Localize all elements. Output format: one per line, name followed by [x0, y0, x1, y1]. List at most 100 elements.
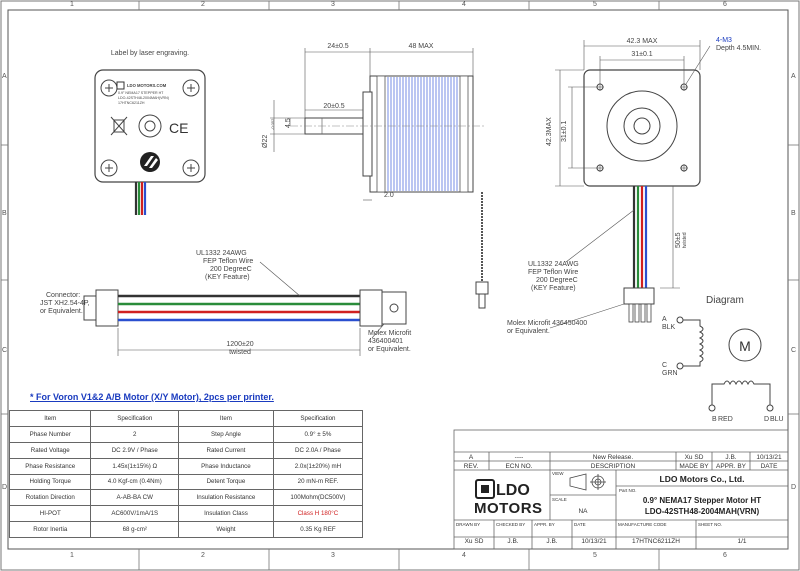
weee-icon — [110, 116, 128, 136]
spec-cell: AC600V/1mA/1S — [90, 505, 180, 523]
spec-cell: 0.9° ± 5% — [272, 425, 364, 443]
spec-cell: DC 2.0A / Phase — [272, 441, 364, 459]
spec-cell: 0.35 Kg REF — [272, 521, 364, 538]
mfg-code-value: 17HTNC6211ZH — [632, 538, 680, 545]
sheet-label: SHEET NO. — [698, 522, 723, 527]
spec-cell: 4.0 Kgf-cm (0.4Nm) — [90, 473, 180, 491]
spec-cell: Holding Torque — [8, 473, 92, 491]
title-block — [453, 429, 789, 550]
made-by-header: MADE BY — [679, 463, 709, 470]
spec-cell: A-AB-BA CW — [90, 489, 180, 507]
logo-motors: MOTORS — [474, 500, 543, 517]
spec-cell: Step Angle — [178, 425, 274, 443]
drawn-by-value: Xu SD — [464, 538, 484, 545]
label-line-2: LDO-42STH48-2004MAH(VRN) — [118, 96, 169, 100]
connector-line-2: JST XH2.54-4P, — [40, 300, 90, 307]
date-block-value: 10/13/21 — [581, 538, 607, 545]
description-header: DESCRIPTION — [590, 463, 636, 470]
dim-4-5: 4.5 — [285, 118, 292, 128]
cable-view — [83, 209, 635, 356]
spec-cell: 100Mohm(DC500V) — [272, 489, 364, 507]
diagram-d-color: BLU — [770, 416, 784, 423]
scale-label: SCALE — [552, 497, 567, 502]
diagram-motor-label: M — [739, 338, 751, 354]
dim-2-0: 2.0 — [384, 192, 394, 199]
appr-by-value: J.B. — [725, 454, 737, 461]
dim-42-3-side: 42.3MAX — [546, 117, 553, 146]
label-view: CE — [94, 69, 206, 215]
grid-row-a-right: A — [791, 73, 796, 80]
spec-cell: Phase Resistance — [8, 457, 92, 475]
drawn-by-label: DRAWN BY — [456, 522, 481, 527]
rev-header: REV. — [463, 463, 479, 470]
spec-table: Item Specification Item Specification Ph… — [8, 410, 364, 538]
grid-row-a: A — [2, 73, 7, 80]
wire-callout-2-line-1: UL1332 24AWG — [528, 261, 579, 268]
lead-length: 50±5 — [675, 232, 682, 248]
spec-cell: HI-POT — [8, 505, 92, 523]
wire-callout-1-line-2: FEP Teflon Wire — [203, 258, 254, 265]
dim-48: 48 MAX — [408, 43, 434, 50]
mfg-code-label: MANUFACTURE CODE — [618, 522, 667, 527]
grid-row-d: D — [2, 484, 8, 491]
ldo-small-logo-icon — [116, 81, 125, 90]
spec-cell: 2 — [90, 425, 180, 443]
wire-callout-1-line-4: (KEY Feature) — [205, 274, 250, 281]
part-name-2: LDO-42STH48-2004MAH(VRN) — [644, 507, 760, 516]
diagram-title: Diagram — [706, 295, 744, 306]
spec-cell: Weight — [178, 521, 274, 538]
spec-cell: Phase Number — [8, 425, 92, 443]
spec-cell-insulation-class: Class H 180°C — [272, 505, 364, 523]
grid-row-b: B — [2, 210, 7, 217]
grid-col-4-bottom: 4 — [462, 552, 466, 559]
spec-cell: 20 mN-m REF. — [272, 473, 364, 491]
part-name-1: 0.9° NEMA17 Stepper Motor HT — [642, 496, 762, 505]
connector-line-1: Connector: — [46, 292, 81, 299]
spec-header-spec-2: Specification — [272, 410, 364, 427]
voron-note: * For Voron V1&2 A/B Motor (X/Y Motor), … — [30, 392, 274, 402]
dim-31-top: 31±0.1 — [631, 51, 653, 58]
spec-header-row: Item Specification Item Specification — [8, 410, 364, 427]
diagram-a-color: BLK — [662, 324, 676, 331]
grid-col-1-bottom: 1 — [70, 552, 74, 559]
grid-row-c: C — [2, 347, 8, 354]
wire-callout-1-line-3: 200 DegreeC — [210, 266, 252, 273]
dim-shaft-tol: -0.052 — [270, 118, 275, 130]
label-caption: Label by laser engraving. — [110, 50, 190, 57]
dim-31-side: 31±0.1 — [561, 120, 568, 142]
part-no-label: Part NO. — [619, 488, 637, 493]
spec-cell: Phase Inductance — [178, 457, 274, 475]
appr-by-block-value: J.B. — [546, 538, 558, 545]
dim-42-3-top: 42.3 MAX — [626, 38, 658, 45]
molex-2-line-2: or Equivalent. — [507, 328, 550, 335]
molex-1-line-1: Molex Microfit — [368, 330, 412, 337]
dim-20: 20±0.5 — [323, 103, 345, 110]
sheet-value: 1/1 — [737, 538, 747, 545]
checked-by-label: CHECKED BY — [496, 522, 526, 527]
date-label: DATE — [574, 522, 586, 527]
label-line-1: 0.9° NEMA17 STEPPER HT — [118, 91, 164, 95]
side-view — [270, 48, 489, 309]
grid-row-d-right: D — [791, 484, 797, 491]
spec-cell: Rotor Inertia — [8, 521, 92, 538]
grid-col-5-bottom: 5 — [593, 552, 597, 559]
grid-col-3-bottom: 3 — [331, 552, 335, 559]
wire-callout-2-line-2: FEP Teflon Wire — [528, 269, 579, 276]
spec-cell: 68 g-cm² — [90, 521, 180, 538]
grid-col-2: 2 — [201, 1, 205, 8]
diagram-d-label: D — [764, 416, 770, 423]
cable-twisted: twisted — [229, 349, 251, 356]
grid-col-6: 6 — [723, 1, 727, 8]
date-value: 10/13/21 — [756, 454, 782, 461]
dim-shaft-dia: Ø22 — [262, 134, 269, 148]
ce-mark-icon: CE — [169, 120, 188, 136]
diagram-a-label: A — [662, 316, 667, 323]
grid-col-6-bottom: 6 — [723, 552, 727, 559]
scale-value: NA — [578, 508, 588, 515]
view-label: VIEW — [552, 471, 564, 476]
dim-24: 24±0.5 — [327, 43, 349, 50]
end-view — [555, 40, 711, 323]
